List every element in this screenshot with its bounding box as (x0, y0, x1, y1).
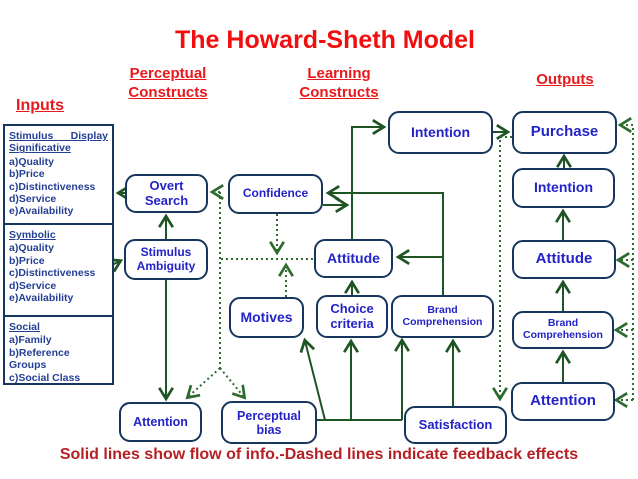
inputs-item: b)Reference Groups (9, 346, 70, 372)
feedback-arrow-to-perceptual-bias (219, 367, 247, 400)
inputs-item: a)Quality (9, 155, 54, 168)
inputs-item: d)Service (9, 192, 57, 205)
inputs-item: e)Availability (9, 291, 74, 304)
node-output-brand-comprehension: Brand Comprehension (512, 311, 614, 349)
node-perceptual-bias: Perceptual bias (221, 401, 317, 444)
inputs-section-title: Stimulus Display Significative (9, 130, 108, 155)
arrow-brand-comprehension-to-confidence (325, 185, 444, 296)
node-stimulus-ambiguity: Stimulus Ambiguity (124, 239, 208, 280)
inputs-item: a)Quality (9, 242, 54, 255)
column-header-perceptual-constructs: Perceptual Constructs (128, 65, 208, 102)
node-motives: Motives (229, 297, 304, 338)
arrow-attitude-to-intention (351, 119, 387, 240)
node-confidence: Confidence (228, 174, 323, 214)
inputs-item: a)Family (9, 334, 52, 347)
node-output-intention: Intention (512, 168, 615, 208)
node-brand-comprehension: Brand Comprehension (391, 295, 494, 338)
feedback-arrow-to-attention (185, 367, 221, 400)
inputs-item: c)Social Class (9, 371, 81, 384)
inputs-panel: Stimulus Display Significative a)Quality… (3, 124, 114, 385)
page-title: The Howard-Sheth Model (175, 26, 475, 54)
inputs-item: b)Price (9, 254, 45, 267)
feedback-arrow-purchase-to-satisfaction (492, 136, 512, 402)
inputs-section-significative: Stimulus Display Significative a)Quality… (5, 126, 112, 223)
node-output-attitude: Attitude (512, 240, 616, 279)
column-header-outputs: Outputs (536, 71, 594, 88)
inputs-section-social: Social a)Family b)Reference Groups c)Soc… (5, 315, 112, 384)
column-header-inputs: Inputs (16, 97, 64, 114)
node-output-attention: Attention (511, 382, 615, 421)
inputs-item: d)Service (9, 279, 57, 292)
inputs-item: b)Price (9, 168, 45, 181)
node-output-purchase: Purchase (512, 111, 617, 154)
node-satisfaction: Satisfaction (404, 406, 507, 444)
inputs-section-title: Social (9, 321, 40, 333)
node-attention: Attention (119, 402, 202, 442)
node-attitude: Attitude (314, 239, 393, 278)
column-header-learning-constructs: Learning Constructs (299, 65, 379, 102)
arrow-perceptual-bias-to-motives (299, 337, 326, 421)
legend-caption: Solid lines show flow of info.-Dashed li… (59, 446, 579, 463)
node-intention: Intention (388, 111, 493, 154)
inputs-section-symbolic: Symbolic a)Quality b)Price c)Distinctive… (5, 223, 112, 315)
inputs-item: c)Distinctiveness (9, 180, 96, 193)
node-overt-search: Overt Search (125, 174, 208, 213)
node-choice-criteria: Choice criteria (316, 295, 388, 338)
inputs-item: e)Availability (9, 205, 74, 218)
inputs-item: c)Distinctiveness (9, 267, 96, 280)
inputs-section-title: Symbolic (9, 229, 56, 241)
